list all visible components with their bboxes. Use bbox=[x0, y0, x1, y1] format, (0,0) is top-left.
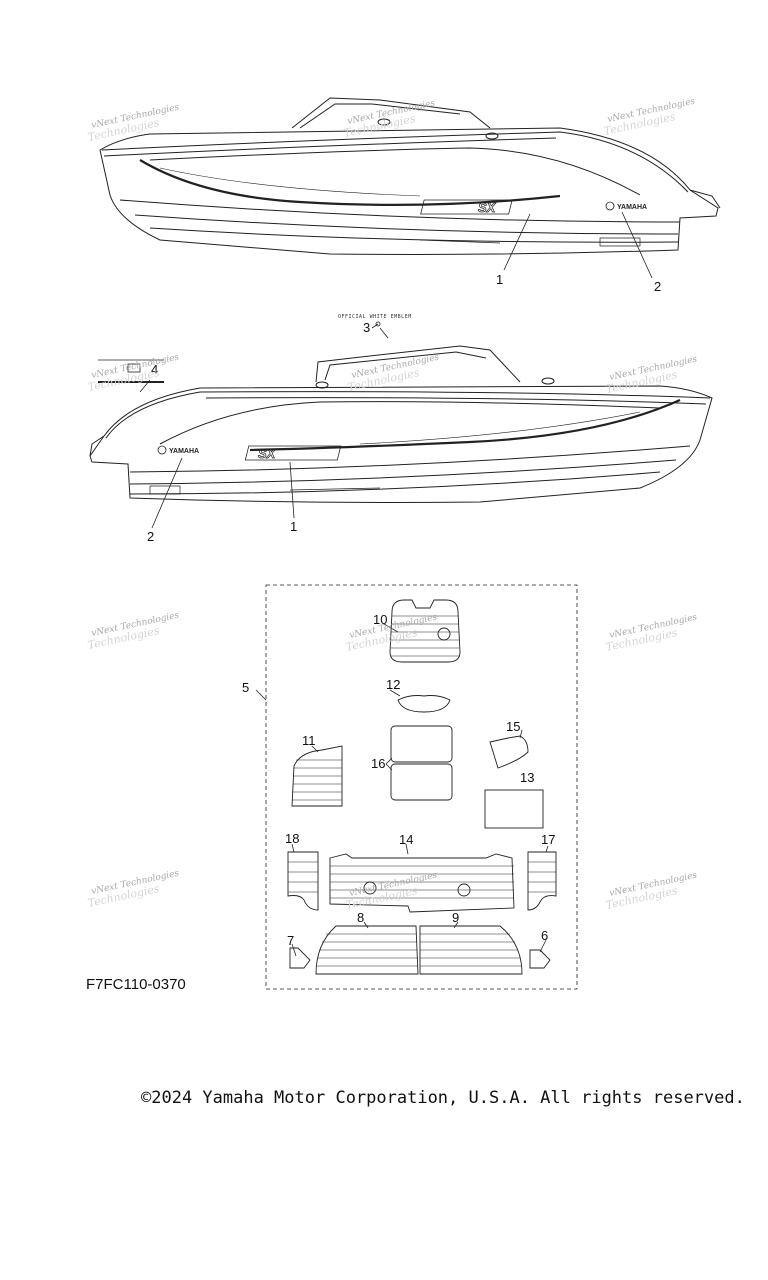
part-code: F7FC110-0370 bbox=[86, 976, 186, 993]
svg-text:YAMAHA: YAMAHA bbox=[169, 448, 199, 455]
copyright-notice: ©2024 Yamaha Motor Corporation, U.S.A. A… bbox=[141, 1088, 745, 1108]
callout-15: 15 bbox=[506, 719, 520, 734]
callout-2-top: 2 bbox=[654, 279, 661, 294]
small-decal-4 bbox=[98, 359, 164, 383]
yamaha-emblem-top: YAMAHA bbox=[605, 201, 647, 211]
callout-7: 7 bbox=[287, 933, 294, 948]
model-decal-bottom: SX bbox=[244, 445, 342, 461]
mat-11 bbox=[291, 745, 343, 807]
mat-parts bbox=[287, 599, 557, 975]
model-decal-top: SX bbox=[420, 199, 513, 215]
yamaha-emblem-bottom: YAMAHA bbox=[157, 445, 199, 455]
callout-14: 14 bbox=[399, 832, 413, 847]
emblem-3-icon bbox=[375, 321, 381, 327]
mat-8 bbox=[315, 925, 419, 975]
callout-10: 10 bbox=[373, 612, 387, 627]
callout-12: 12 bbox=[386, 677, 400, 692]
callout-11: 11 bbox=[302, 733, 316, 748]
callout-3: 3 bbox=[363, 320, 370, 335]
callout-numbers: 1 2 3 4 2 1 5 10 12 11 15 16 13 18 14 17… bbox=[147, 272, 661, 948]
mat-stripes bbox=[288, 615, 556, 967]
callout-17: 17 bbox=[541, 832, 555, 847]
boat-side-view-bottom bbox=[89, 345, 713, 503]
mat-set-group-box bbox=[265, 584, 578, 990]
callout-1-top: 1 bbox=[496, 272, 503, 287]
mat-14 bbox=[329, 853, 515, 913]
callout-4: 4 bbox=[151, 362, 158, 377]
callout-1-bottom: 1 bbox=[290, 519, 297, 534]
callout-2-bottom: 2 bbox=[147, 529, 154, 544]
callout-5: 5 bbox=[242, 680, 249, 695]
mat-13 bbox=[484, 789, 544, 829]
callout-8: 8 bbox=[357, 910, 364, 925]
mat-17 bbox=[527, 851, 557, 911]
svg-text:SX: SX bbox=[258, 446, 277, 461]
mat-18 bbox=[287, 851, 319, 911]
mat-12 bbox=[397, 695, 451, 713]
callout-13: 13 bbox=[520, 770, 534, 785]
mat-7 bbox=[289, 947, 311, 969]
svg-text:SX: SX bbox=[478, 200, 497, 215]
leader-lines bbox=[139, 211, 653, 957]
mat-15 bbox=[489, 735, 529, 769]
boat-side-view-top bbox=[99, 97, 721, 255]
mat-6 bbox=[529, 949, 551, 969]
mat-16-bottom bbox=[390, 763, 453, 801]
mat-16-top bbox=[390, 725, 453, 763]
callout-16: 16 bbox=[371, 756, 385, 771]
emblem-caption: OFFICIAL WHITE EMBLEM bbox=[338, 314, 412, 320]
callout-18: 18 bbox=[285, 831, 299, 846]
svg-text:YAMAHA: YAMAHA bbox=[617, 204, 647, 211]
callout-6: 6 bbox=[541, 928, 548, 943]
callout-9: 9 bbox=[452, 910, 459, 925]
mat-10 bbox=[389, 599, 461, 663]
